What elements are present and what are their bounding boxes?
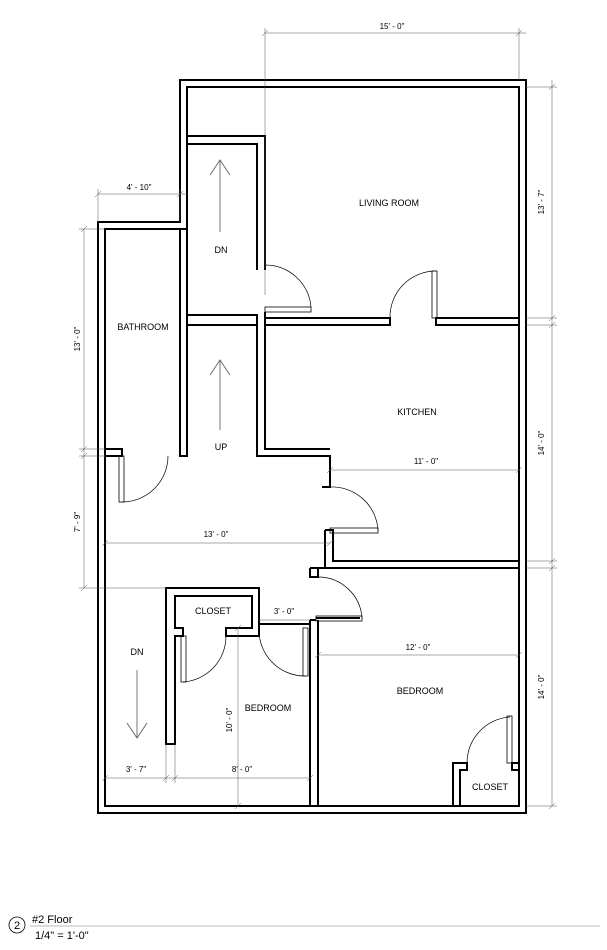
room-label-kitchen: KITCHEN (397, 407, 437, 417)
dimension-label: 14' - 0" (537, 430, 546, 455)
room-label-bathroom: BATHROOM (117, 322, 168, 332)
dimension-label: 11' - 0" (414, 457, 438, 466)
drawing-scale: 1/4" = 1'-0" (35, 930, 89, 942)
dimension-label: 14' - 0" (537, 674, 546, 699)
stair-arrows (126, 159, 231, 739)
room-label-living-room: LIVING ROOM (359, 198, 419, 208)
room-label-bedroom-left: BEDROOM (245, 703, 292, 713)
door-leaf (431, 270, 438, 319)
dimension-label: 12' - 0" (406, 643, 431, 652)
arrow-up-icon (209, 359, 231, 430)
dimension-label: 3' - 7" (126, 765, 147, 774)
door-swing (389, 270, 436, 319)
door-leaf (506, 715, 513, 764)
doors (118, 264, 513, 764)
dimension-label: 10' - 0" (225, 707, 234, 732)
door-swing (258, 627, 306, 677)
arrow-up-icon (209, 159, 231, 232)
dimension-label: 13' - 0" (73, 326, 82, 351)
dimension-label: 3' - 0" (274, 607, 295, 616)
room-label-closet-right: CLOSET (472, 782, 509, 792)
door-swing (182, 635, 227, 683)
dimension-label: 7' - 9" (73, 512, 82, 533)
dimension-lines (79, 28, 557, 810)
dimension-label: 4' - 10" (127, 183, 152, 192)
dimension-label: 13' - 7" (537, 189, 546, 214)
door-swing (329, 486, 379, 531)
interior-walls (105, 135, 520, 806)
dimension-label: 13' - 0" (204, 530, 229, 539)
stair-label-up: UP (215, 442, 228, 452)
dimension-label: 8' - 0" (232, 765, 253, 774)
room-label-bedroom-right: BEDROOM (397, 686, 444, 696)
door-leaf (264, 306, 312, 313)
title-block: 2 #2 Floor 1/4" = 1'-0" (8, 914, 600, 942)
door-leaf (315, 615, 363, 622)
stair-label-dn-lower: DN (131, 647, 144, 657)
view-number-circle (8, 916, 26, 934)
door-leaf (329, 527, 379, 534)
room-label-closet-left: CLOSET (195, 606, 232, 616)
arrow-down-icon (126, 670, 148, 739)
exterior-wall (97, 79, 527, 814)
door-swing (121, 455, 169, 503)
door-leaf (302, 627, 309, 677)
dimension-label: 15' - 0" (380, 22, 405, 31)
drawing-title: #2 Floor (32, 914, 73, 926)
stair-label-dn-upper: DN (215, 245, 228, 255)
door-swing (466, 716, 511, 764)
door-leaf (118, 455, 125, 503)
view-number: 2 (14, 920, 20, 932)
door-swing (317, 576, 363, 619)
door-leaf (180, 635, 187, 683)
door-swing (264, 264, 312, 308)
